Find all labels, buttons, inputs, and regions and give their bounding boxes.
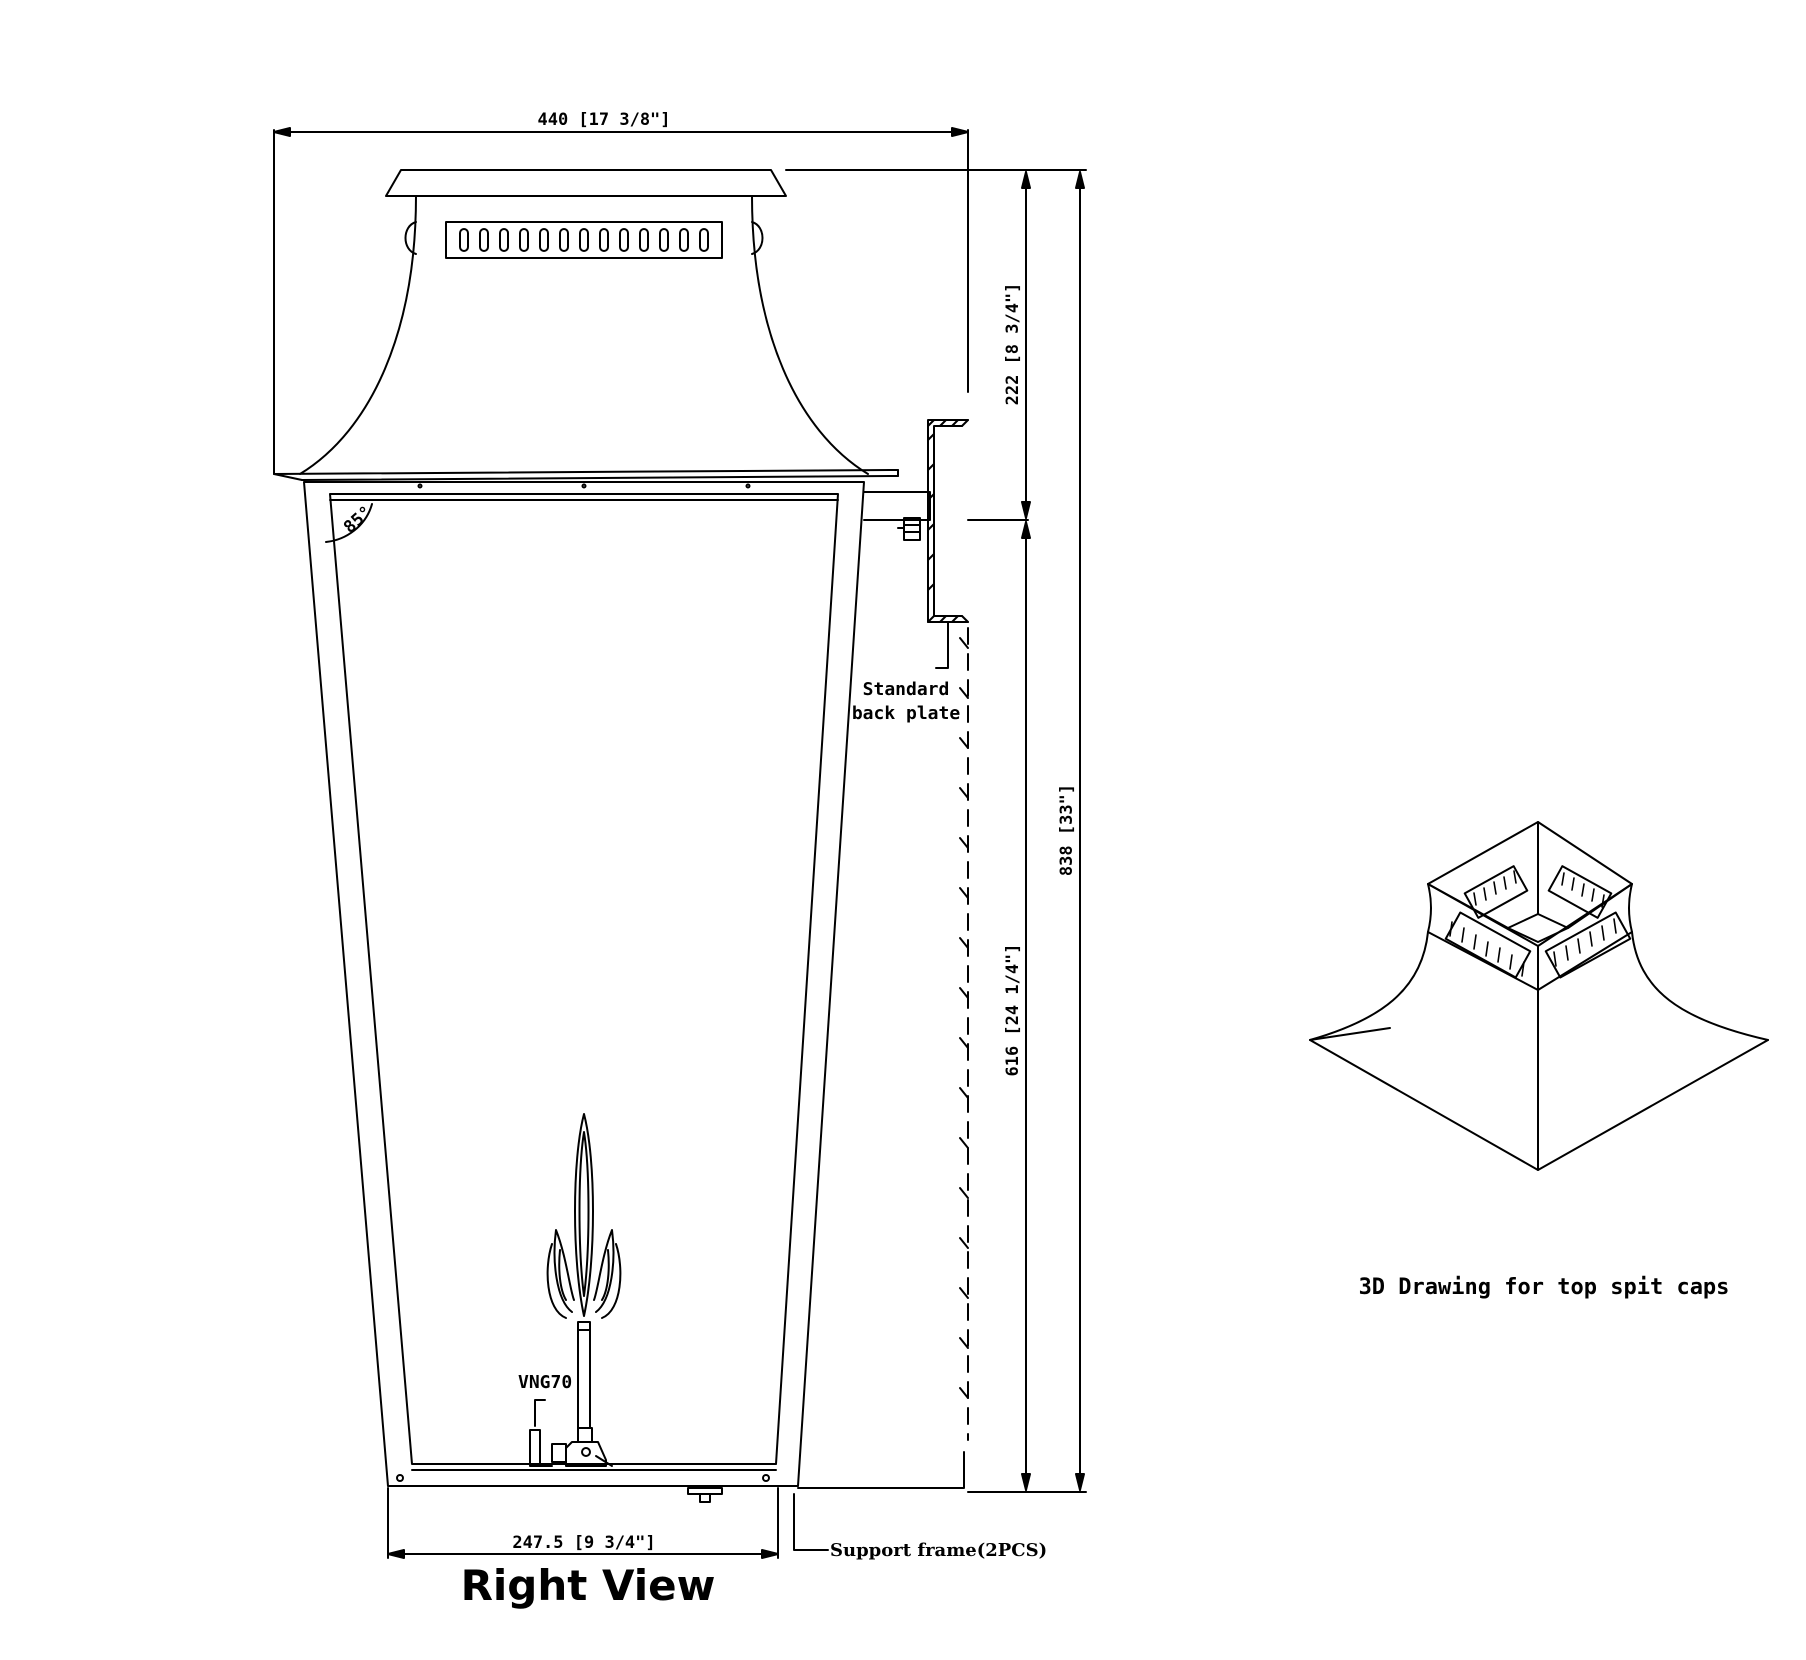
top-height-label: 222 [8 3/4"]	[1003, 283, 1023, 406]
burner-assembly	[529, 1113, 622, 1467]
support-frame-label: Support frame(2PCS)	[830, 1540, 1047, 1561]
angle-arc	[325, 503, 373, 543]
total-height-label: 838 [33"]	[1057, 784, 1077, 876]
top-width-dimension	[273, 127, 969, 475]
bottom-width-dimension	[387, 1487, 779, 1559]
vertical-dimensions	[785, 169, 1087, 1493]
bottom-width-label: 247.5 [9 3/4"]	[512, 1533, 655, 1553]
back-plate-label-line2: back plate	[852, 703, 961, 724]
top-width-label: 440 [17 3/8"]	[537, 110, 670, 130]
support-frame	[687, 1451, 965, 1551]
wall-bracket	[863, 419, 1029, 623]
body-height-label: 616 [24 1/4"]	[1003, 943, 1023, 1076]
valve-label: VNG70	[518, 1372, 572, 1393]
lantern-body-frame	[303, 481, 865, 1487]
3d-drawing-caption: 3D Drawing for top spit caps	[1359, 1275, 1730, 1300]
lantern-top-cap	[273, 169, 899, 481]
wall-line	[959, 627, 969, 1441]
view-title: Right View	[461, 1561, 716, 1610]
back-plate-leader	[935, 621, 949, 669]
3d-spit-cap-drawing	[1309, 821, 1769, 1171]
back-plate-label-line1: Standard	[863, 679, 950, 700]
